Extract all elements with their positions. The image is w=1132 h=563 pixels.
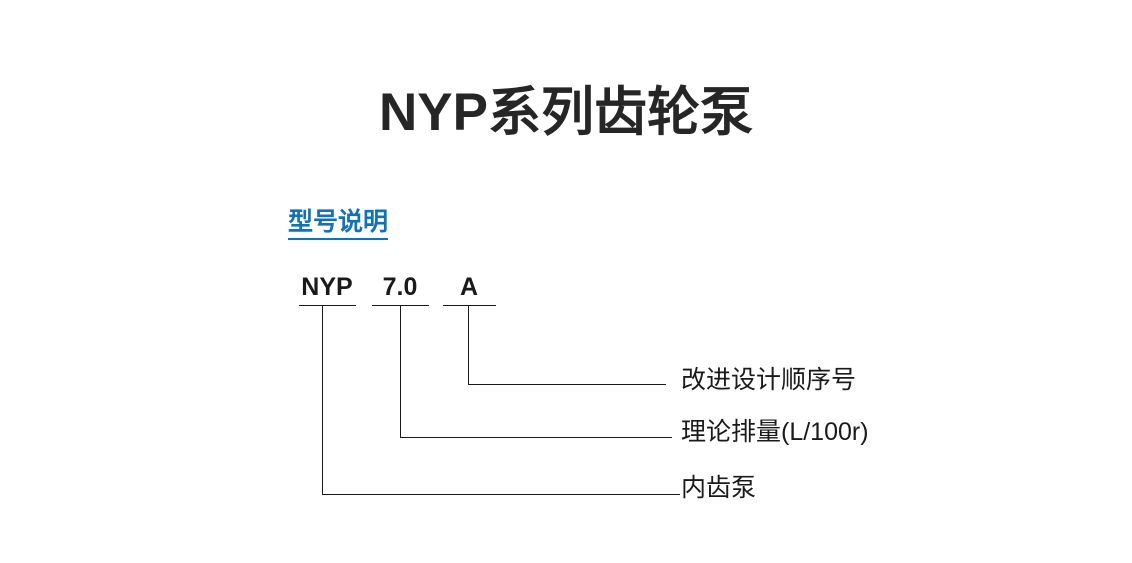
- leader-line-displacement: [400, 437, 672, 438]
- underline-bar-series: [299, 305, 356, 306]
- page-title: NYP系列齿轮泵: [379, 83, 753, 142]
- underline-bar-revision: [443, 305, 496, 306]
- leader-drop-displacement: [400, 305, 401, 438]
- model-code-token-series: NYP: [301, 273, 353, 301]
- leader-line-revision: [468, 384, 666, 385]
- leader-drop-revision: [468, 305, 469, 385]
- callout-label-displacement: 理论排量(L/100r): [681, 418, 869, 446]
- model-code-token-revision: A: [459, 273, 479, 301]
- leader-line-series: [322, 494, 680, 495]
- section-heading-model-description: 型号说明: [288, 207, 389, 240]
- model-code-token-displacement: 7.0: [382, 273, 418, 301]
- callout-label-revision: 改进设计顺序号: [681, 366, 857, 394]
- callout-label-series: 内齿泵: [681, 474, 757, 502]
- leader-drop-series: [322, 305, 323, 495]
